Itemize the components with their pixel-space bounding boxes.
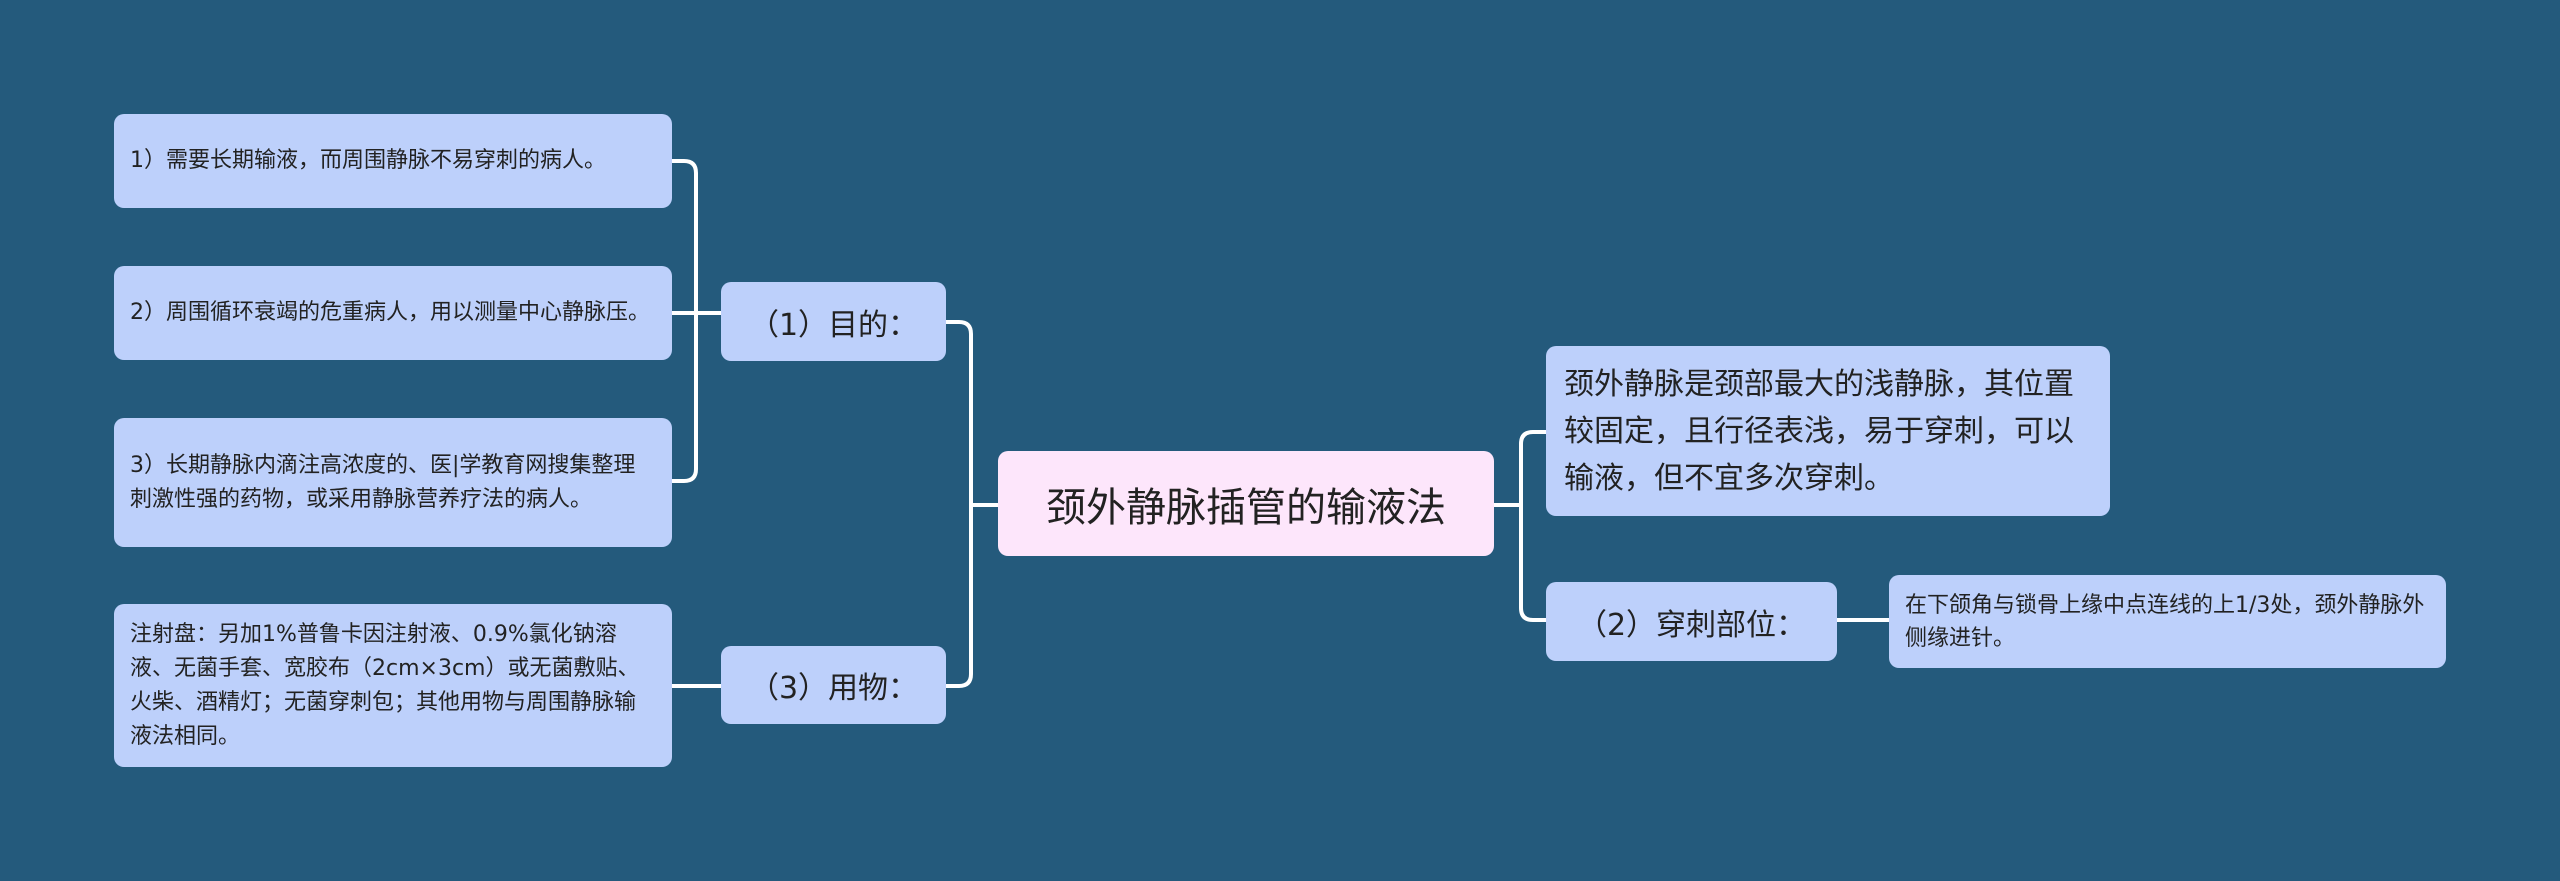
purpose-item-3[interactable]: 3）长期静脉内滴注高浓度的、医|学教育网搜集整理刺激性强的药物，或采用静脉营养疗… (114, 418, 672, 547)
purpose-node-label: （1）目的： (748, 307, 919, 343)
supplies-item-1[interactable]: 注射盘：另加1%普鲁卡因注射液、0.9%氯化钠溶液、无菌手套、宽胶布（2cm×3… (114, 604, 672, 767)
purpose-node[interactable]: （1）目的： (721, 282, 946, 361)
description-node[interactable]: 颈外静脉是颈部最大的浅静脉，其位置较固定，且行径表浅，易于穿刺，可以输液，但不宜… (1546, 346, 2110, 516)
purpose-item-2-text: 2）周围循环衰竭的危重病人，用以测量中心静脉压。 (130, 300, 650, 325)
central-topic-label: 颈外静脉插管的输液法 (1046, 484, 1446, 531)
purpose-item-1[interactable]: 1）需要长期输液，而周围静脉不易穿刺的病人。 (114, 114, 672, 208)
description-text: 颈外静脉是颈部最大的浅静脉，其位置较固定，且行径表浅，易于穿刺，可以输液，但不宜… (1564, 366, 2074, 496)
supplies-item-1-text: 注射盘：另加1%普鲁卡因注射液、0.9%氯化钠溶液、无菌手套、宽胶布（2cm×3… (130, 621, 640, 749)
purpose-item-3-text: 3）长期静脉内滴注高浓度的、医|学教育网搜集整理刺激性强的药物，或采用静脉营养疗… (130, 452, 636, 512)
purpose-item-1-text: 1）需要长期输液，而周围静脉不易穿刺的病人。 (130, 148, 606, 173)
site-item-1-text: 在下颌角与锁骨上缘中点连线的上1/3处，颈外静脉外侧缘进针。 (1905, 592, 2425, 651)
central-topic[interactable]: 颈外静脉插管的输液法 (998, 451, 1494, 556)
supplies-node-label: （3）用物： (748, 671, 919, 706)
site-node-label: （2）穿刺部位： (1576, 607, 1807, 643)
supplies-node[interactable]: （3）用物： (721, 646, 946, 724)
purpose-item-2[interactable]: 2）周围循环衰竭的危重病人，用以测量中心静脉压。 (114, 266, 672, 360)
site-node[interactable]: （2）穿刺部位： (1546, 582, 1837, 661)
site-item-1[interactable]: 在下颌角与锁骨上缘中点连线的上1/3处，颈外静脉外侧缘进针。 (1889, 575, 2446, 668)
